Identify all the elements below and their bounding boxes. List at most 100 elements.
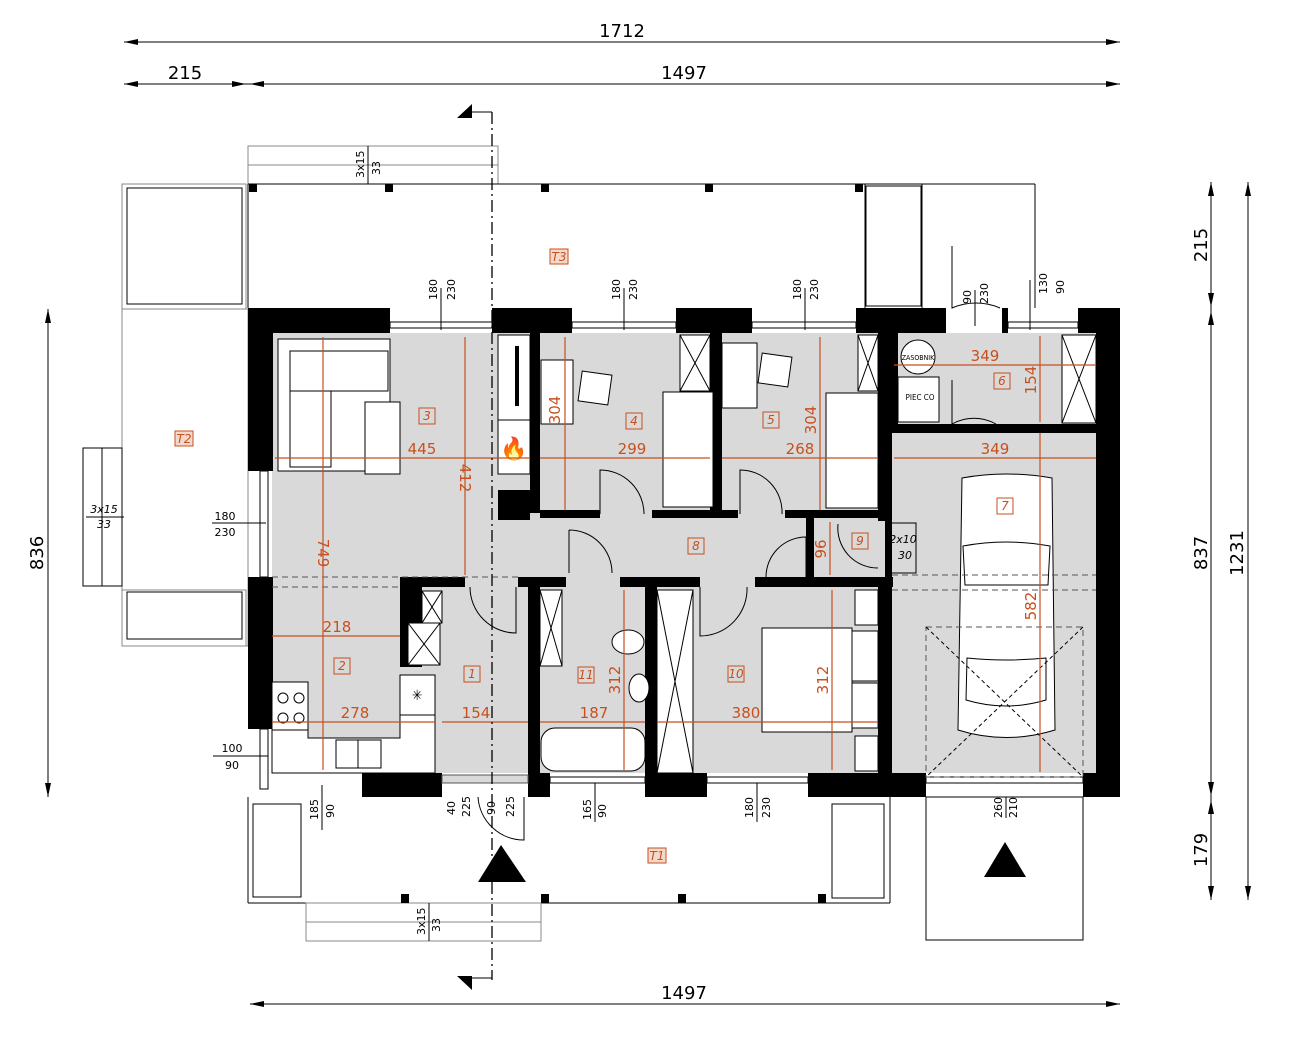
room-label-6: 6 <box>998 374 1006 388</box>
planter-top-right <box>865 185 922 307</box>
room11-height: 312 <box>606 666 624 695</box>
door-hall9 <box>765 536 807 578</box>
stair-label: 33 <box>430 918 443 932</box>
door-room4 <box>599 469 645 515</box>
dimension-label: 179 <box>1191 833 1212 867</box>
stair-label: 3x15 <box>354 150 367 178</box>
dimension-left: 836 <box>27 309 51 797</box>
coffee-table <box>364 401 401 475</box>
room4-width: 299 <box>618 440 647 458</box>
room-label-5: 5 <box>767 413 775 427</box>
dimension-label: 1497 <box>661 983 707 1004</box>
opening-label: 230 <box>760 797 773 818</box>
stair-label: 3x15 <box>90 503 118 516</box>
entrance-arrow-icon <box>478 845 526 882</box>
stair-label: 2x10 <box>889 533 917 546</box>
room6-height: 154 <box>1022 366 1040 395</box>
opening-label: 180 <box>791 279 804 300</box>
room2-width: 218 <box>323 618 352 636</box>
garage-apron: 260 210 <box>925 796 1084 941</box>
terrace-label-t2: T2 <box>177 432 192 446</box>
nightstand <box>854 735 879 772</box>
room6-width: 349 <box>971 347 1000 365</box>
planter-bottom-right <box>831 803 885 899</box>
opening-label: 230 <box>445 279 458 300</box>
opening-label: 180 <box>215 510 236 523</box>
opening-label: 180 <box>427 279 440 300</box>
door-closet9 <box>837 523 879 569</box>
opening-label: 230 <box>808 279 821 300</box>
boiler-label: PIEC CO <box>905 393 934 402</box>
opening-label: 185 <box>308 799 321 820</box>
room-label-2: 2 <box>338 659 346 673</box>
stair-label: 33 <box>97 518 111 531</box>
door-entrance <box>477 796 525 841</box>
room-label-11: 11 <box>578 668 593 682</box>
entrance-arrow-icon <box>984 842 1026 877</box>
room-label-9: 9 <box>856 534 864 548</box>
planter-bottom-left <box>252 803 302 898</box>
room3-width: 445 <box>408 440 437 458</box>
terrace-label-t3: T3 <box>552 250 567 264</box>
double-bed <box>761 627 853 733</box>
dimension-label: 837 <box>1191 536 1212 570</box>
toilet <box>611 629 645 655</box>
opening-label: 100 <box>222 742 243 755</box>
room4-height: 304 <box>546 396 564 425</box>
opening-label: 230 <box>215 526 236 539</box>
room10-height: 312 <box>814 666 832 695</box>
door-hall <box>568 529 613 574</box>
door-bedroom <box>699 586 748 637</box>
opening-label: 225 <box>460 796 473 817</box>
car <box>957 473 1056 738</box>
opening-label: 90 <box>324 804 337 818</box>
opening-label: 260 <box>992 797 1005 818</box>
opening-label: 230 <box>978 283 991 304</box>
dimension-label: 1231 <box>1227 530 1248 576</box>
opening-label: 165 <box>581 799 594 820</box>
stair-label: 3x15 <box>415 907 428 935</box>
dimension-label: 215 <box>168 63 202 84</box>
fridge <box>399 674 436 716</box>
room5-height: 304 <box>802 406 820 435</box>
room-label-1: 1 <box>468 667 476 681</box>
opening-label: 90 <box>1054 280 1067 294</box>
room7-width: 349 <box>981 440 1010 458</box>
room-label-4: 4 <box>630 414 638 428</box>
section-arrow-icon <box>457 976 472 990</box>
room9-height: 96 <box>812 539 830 558</box>
room10-width: 380 <box>732 704 761 722</box>
room-label-8: 8 <box>692 539 700 553</box>
section-line <box>457 104 493 990</box>
room-label-7: 7 <box>1001 499 1009 513</box>
boiler <box>897 376 940 423</box>
dimension-top-split: 215 1497 <box>124 63 1120 87</box>
terrace-t1: 3x15 33 T1 <box>247 797 891 942</box>
door-room5 <box>739 469 783 515</box>
desk <box>540 359 574 425</box>
room-label-3: 3 <box>423 409 431 423</box>
room-dimensions: 445 412 749 3 299 304 4 268 304 5 349 15… <box>272 336 1096 772</box>
opening-label: 90 <box>961 290 974 304</box>
dimension-right: 215 837 179 1231 <box>1191 182 1251 900</box>
room-label-10: 10 <box>728 667 744 681</box>
terrace-t3: 3x15 33 T3 <box>247 145 1036 308</box>
nightstand <box>854 589 879 626</box>
opening-label: 90 <box>596 804 609 818</box>
door-boiler-exterior <box>951 246 1001 309</box>
bed <box>662 391 714 508</box>
dimension-top-total: 1712 <box>124 21 1120 45</box>
dimension-label: 1497 <box>661 63 707 84</box>
opening-labels: 180 230 180 230 180 230 90 230 130 90 18… <box>212 273 1067 830</box>
overhead-lines <box>272 574 1096 591</box>
planter-top-left <box>126 187 243 305</box>
room1-width: 154 <box>462 704 491 722</box>
room2-width2: 278 <box>341 704 370 722</box>
opening-label: 90 <box>485 801 498 815</box>
room5-width: 268 <box>786 440 815 458</box>
room7-height: 582 <box>1022 592 1040 621</box>
stove <box>271 681 309 731</box>
room3-height: 412 <box>456 464 474 493</box>
planters <box>121 183 922 899</box>
